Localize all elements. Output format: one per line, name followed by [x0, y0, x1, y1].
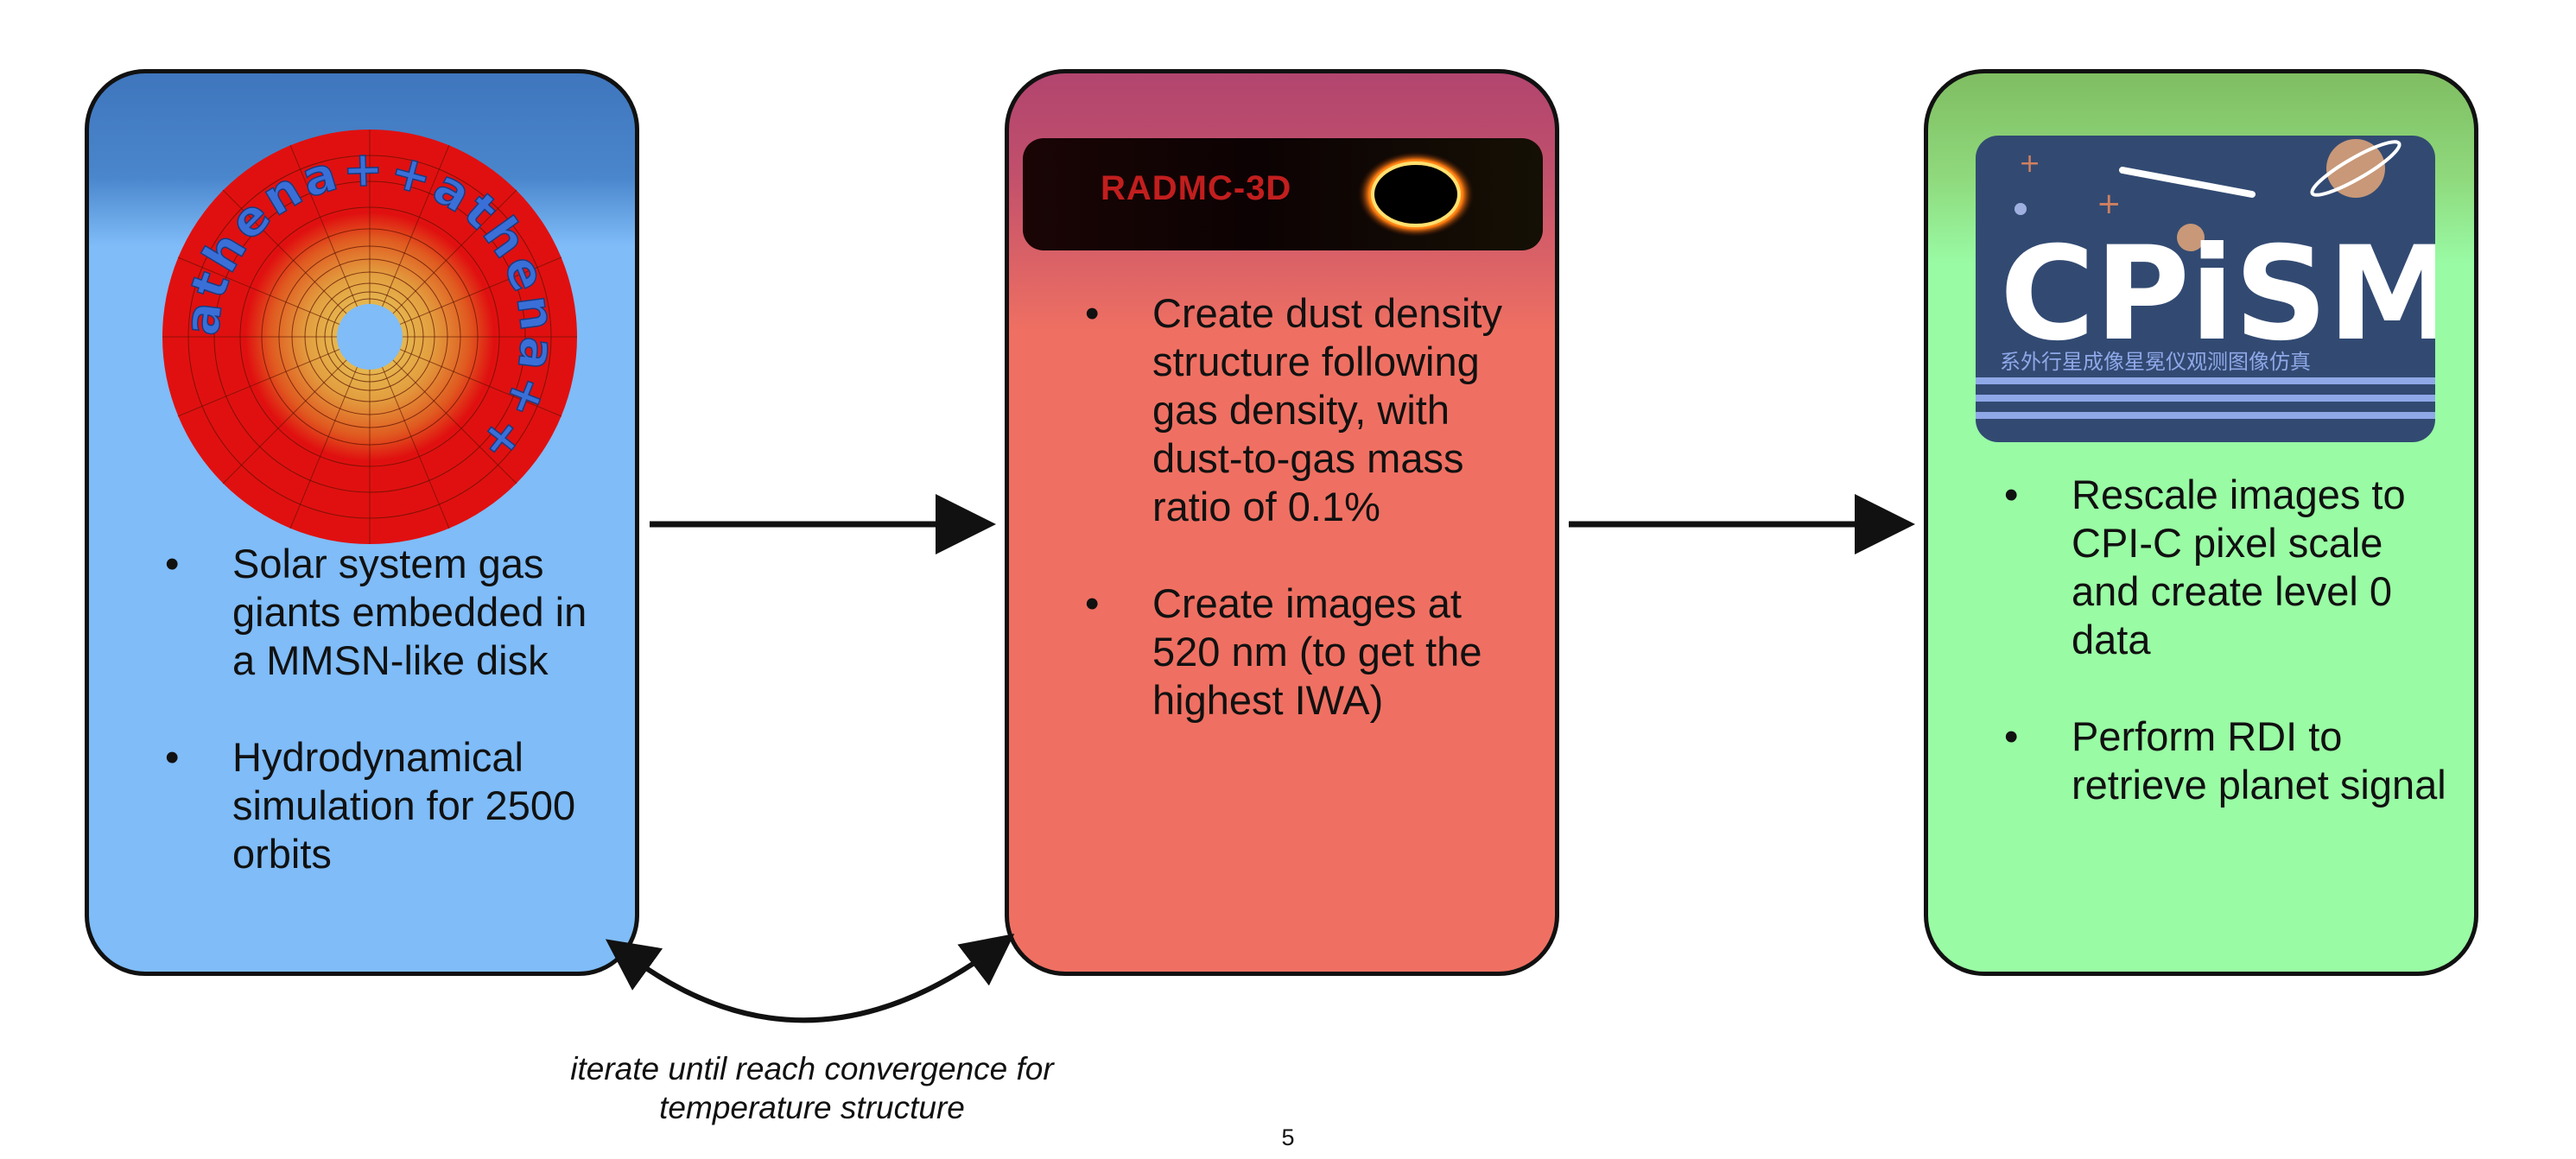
- radiative-bullet-list: Create dust density structure following …: [1085, 289, 1517, 773]
- imaging-simulation-box: + + CPiSM 系外行星成像星冕仪观测图像仿真 Rescale images…: [1924, 69, 2478, 976]
- imaging-bullet-list: Rescale images to CPI-C pixel scale and …: [2004, 471, 2453, 858]
- bullet-item: Perform RDI to retrieve planet signal: [2004, 712, 2453, 809]
- cpism-logo: + + CPiSM 系外行星成像星冕仪观测图像仿真: [1976, 136, 2435, 442]
- hydro-bullet-list: Solar system gas giants embedded in a MM…: [165, 540, 614, 927]
- bullet-item: Solar system gas giants embedded in a MM…: [165, 540, 614, 685]
- page-number: 5: [1281, 1124, 1295, 1150]
- loop-arrow: [605, 934, 1015, 1023]
- svg-text:+: +: [2019, 149, 2040, 179]
- bullet-item: Rescale images to CPI-C pixel scale and …: [2004, 471, 2453, 664]
- athena-disk-logo: athena++athena++: [162, 130, 577, 544]
- svg-text:+: +: [2097, 187, 2122, 221]
- hydro-simulation-box: athena++athena++ Solar system gas giants…: [85, 69, 639, 976]
- radiative-transfer-box: RADMC-3D Create dust density structure f…: [1005, 69, 1559, 976]
- svg-text:系外行星成像星冕仪观测图像仿真: 系外行星成像星冕仪观测图像仿真: [2000, 350, 2311, 374]
- bullet-item: Create images at 520 nm (to get the high…: [1085, 580, 1517, 725]
- svg-text:CPiSM: CPiSM: [2000, 219, 2435, 370]
- bullet-item: Create dust density structure following …: [1085, 289, 1517, 531]
- radmc3d-logo: RADMC-3D: [1023, 138, 1543, 250]
- loop-caption: iterate until reach convergence for temp…: [570, 1051, 1054, 1125]
- radmc3d-logo-text: RADMC-3D: [1101, 169, 1292, 207]
- bullet-item: Hydrodynamical simulation for 2500 orbit…: [165, 733, 614, 878]
- glowing-ring-icon: [1357, 151, 1475, 238]
